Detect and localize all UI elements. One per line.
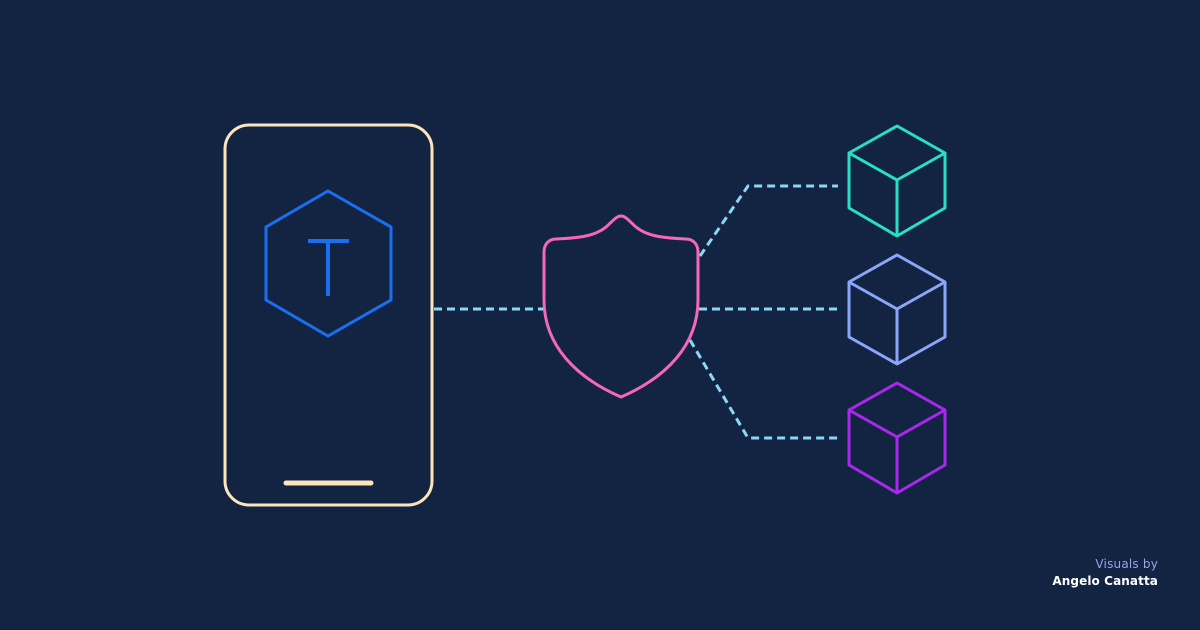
credit-label: Visuals by — [1095, 557, 1158, 571]
credit-block: Visuals by Angelo Canatta — [1052, 556, 1158, 590]
cube-middle-icon — [847, 253, 947, 366]
connectors — [434, 184, 838, 440]
phone-device — [223, 123, 434, 507]
shield-icon — [542, 214, 700, 399]
cube-bottom-icon — [847, 381, 947, 495]
cube-top-icon — [847, 124, 947, 238]
connector-shield-cube-top — [698, 184, 838, 257]
phone-outline — [223, 123, 434, 507]
token-hexagon-icon — [264, 189, 393, 338]
token-icon — [264, 189, 393, 338]
connector-shield-cube-bottom — [688, 339, 838, 440]
credit-author: Angelo Canatta — [1052, 574, 1158, 588]
token-letter-t-icon — [308, 239, 349, 296]
